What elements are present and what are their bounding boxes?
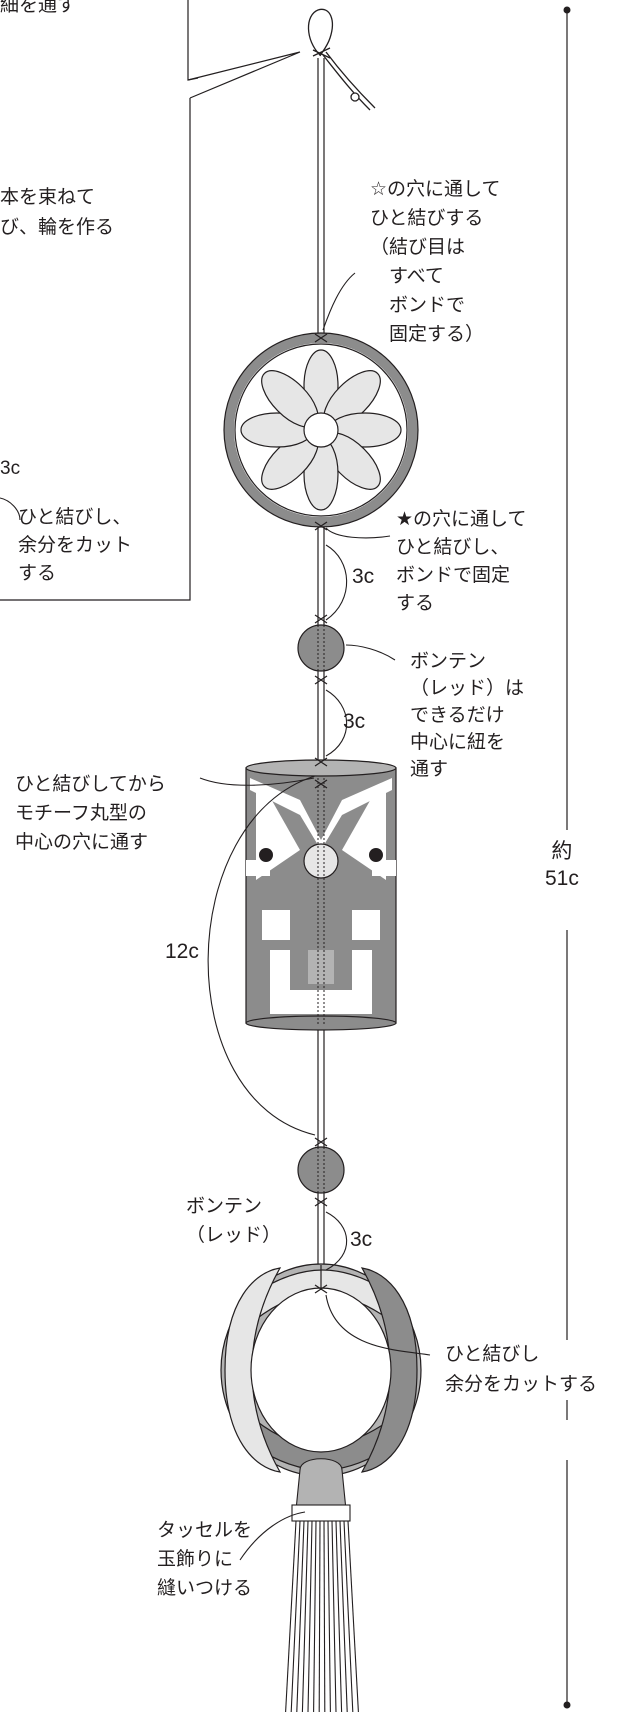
leader-lines [0, 272, 431, 1561]
gap-3c-upper-2: 3c [343, 710, 366, 733]
bonten-red-label: ボンテン （レッド） [186, 1196, 282, 1246]
lower-bonten [297, 1137, 345, 1207]
tassel-strand [323, 1520, 326, 1712]
black-star-hole-note: ★の穴に通して ひと結びし、 ボンドで固定 する [396, 509, 527, 614]
total-length-label: 約 51c [545, 838, 579, 892]
hanging-loop [307, 8, 376, 111]
cylinder-motif [245, 757, 397, 1031]
ball-ornament [220, 1263, 422, 1477]
top-callout-pointer [0, 51, 301, 601]
tassel-sew-note: タッセルを 玉飾りに 縫いつける [157, 1520, 253, 1599]
tassel-strand [327, 1520, 331, 1712]
left-3c-dimension: 3c [0, 458, 21, 479]
main-cord [317, 58, 325, 1440]
white-star-hole-note: ☆の穴に通して ひと結びする （結び目は すべて ボンドで 固定する） [370, 179, 501, 345]
gap-12c: 12c [165, 940, 199, 964]
tassel-strand [307, 1520, 313, 1712]
tassel-strand [347, 1520, 359, 1712]
tassel-strand [290, 1520, 301, 1712]
tassel-strand [313, 1520, 317, 1712]
tassel-strand [331, 1520, 337, 1712]
gap-3c-upper-1: 3c [352, 565, 375, 588]
left-tie-cut-note: ひと結びし、 余分をカット する [18, 507, 133, 584]
bundle-loop-note: 本を束ねて び、輪を作る [0, 187, 115, 238]
tassel [285, 1458, 359, 1712]
tassel-strand [318, 1520, 321, 1712]
total-length-dimension [563, 6, 571, 1709]
top-left-cut-note: 細を通す [0, 0, 77, 16]
bonten-center-note: ボンテン （レッド）は できるだけ 中心に紐を 通す [410, 651, 525, 780]
flower-circle-motif [223, 332, 419, 531]
bottom-tie-cut-note: ひと結びし 余分をカットする [445, 1340, 598, 1400]
upper-bonten [297, 614, 345, 685]
motif-center-hole-note: ひと結びしてから モチーフ丸型の 中心の穴に通す [15, 774, 166, 853]
top-callout-frame [187, 0, 199, 81]
gap-3c-lower: 3c [350, 1228, 373, 1251]
tassel-strand [343, 1520, 354, 1712]
tassel-strand [335, 1520, 343, 1712]
tassel-strand [301, 1520, 309, 1712]
tassel-strand [285, 1520, 297, 1712]
tassel-strand [339, 1520, 348, 1712]
tassel-strand [296, 1520, 305, 1712]
